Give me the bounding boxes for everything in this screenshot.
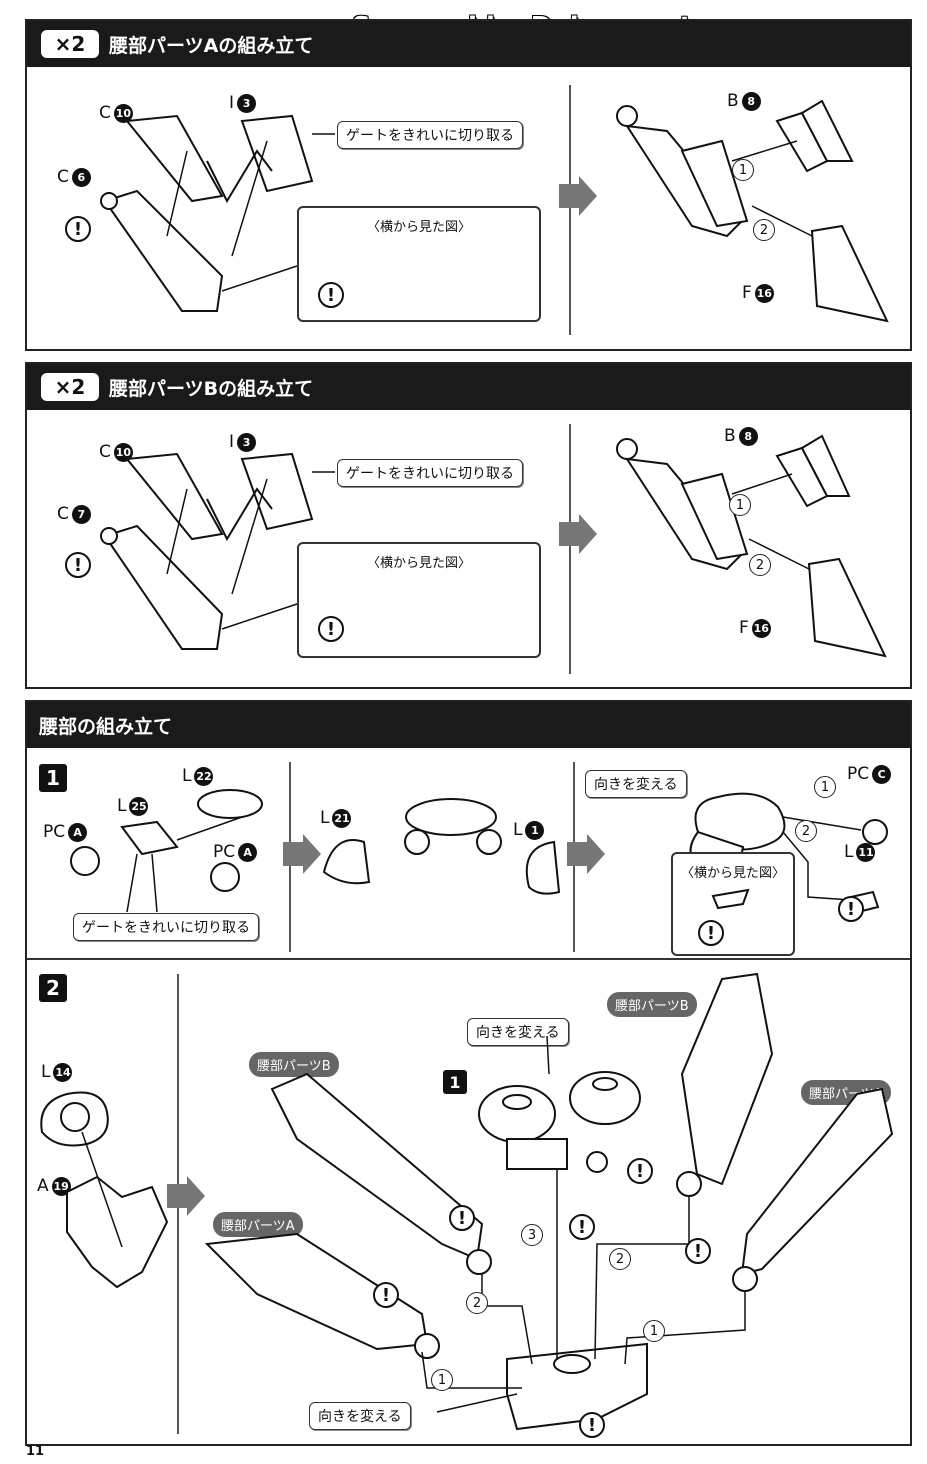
side-view-box: 〈横から見た図〉 ! — [297, 542, 541, 658]
warning-icon: ! — [318, 282, 344, 308]
part-tag-waist-b: 腰部パーツB — [607, 992, 697, 1017]
step-badge-2: 2 — [39, 974, 67, 1002]
warning-icon: ! — [579, 1412, 605, 1438]
side-view-title: 〈横から見た図〉 — [366, 220, 471, 235]
part-drawing-step2a — [40, 1091, 169, 1289]
gate-cut-callout: ゲートをきれいに切り取る — [337, 459, 523, 487]
side-view-part-drawing — [711, 888, 750, 910]
side-view-box: 〈横から見た図〉 ! — [297, 206, 541, 322]
step-number-1: 1 — [643, 1320, 665, 1342]
warning-icon: ! — [685, 1238, 711, 1264]
step-number-2: 2 — [753, 219, 775, 241]
page-number: 11 — [26, 1444, 45, 1459]
step-number-1: 1 — [732, 159, 754, 181]
change-direction-callout: 向きを変える — [309, 1402, 411, 1430]
step-number-2: 2 — [466, 1292, 488, 1314]
part-tag-waist-b: 腰部パーツB — [249, 1052, 339, 1077]
part-drawing-step2-main — [204, 972, 894, 1431]
step-number-2: 2 — [749, 554, 771, 576]
section-header: 腰部の組み立て — [27, 702, 910, 748]
section-title: 腰部パーツAの組み立て — [109, 34, 314, 57]
step-number-1: 1 — [729, 494, 751, 516]
warning-icon: ! — [569, 1214, 595, 1240]
step-divider-horizontal — [27, 958, 910, 960]
part-tag-waist-a: 腰部パーツA — [213, 1212, 303, 1237]
step-number-1: 1 — [431, 1369, 453, 1391]
next-step-arrow-icon — [559, 176, 597, 216]
step-number-3: 3 — [521, 1224, 543, 1246]
section-header: ×2 腰部パーツAの組み立て — [27, 21, 910, 67]
step-divider — [569, 424, 571, 674]
warning-icon: ! — [838, 896, 864, 922]
part-drawing-right — [616, 434, 887, 658]
part-drawing-step1a — [70, 789, 263, 913]
part-drawing-step1b — [322, 798, 561, 895]
next-step-arrow-icon — [567, 834, 605, 874]
step-number-2: 2 — [609, 1248, 631, 1270]
side-view-box: 〈横から見た図〉 ! — [671, 852, 795, 956]
gate-cut-callout: ゲートをきれいに切り取る — [337, 121, 523, 149]
step-number-1: 1 — [814, 776, 836, 798]
warning-icon: ! — [65, 216, 91, 242]
change-direction-callout: 向きを変える — [585, 770, 687, 798]
multiplier-badge: ×2 — [41, 373, 99, 401]
warning-icon: ! — [65, 552, 91, 578]
warning-icon: ! — [373, 1282, 399, 1308]
warning-icon: ! — [627, 1158, 653, 1184]
section-title: 腰部の組み立て — [39, 715, 173, 738]
next-step-arrow-icon — [167, 1176, 205, 1216]
multiplier-badge: ×2 — [41, 30, 99, 58]
warning-icon: ! — [449, 1205, 475, 1231]
side-view-title: 〈横から見た図〉 — [366, 556, 471, 571]
step-number-2: 2 — [795, 820, 817, 842]
next-step-arrow-icon — [559, 514, 597, 554]
step-badge-1: 1 — [39, 764, 67, 792]
section-header: ×2 腰部パーツBの組み立て — [27, 364, 910, 410]
part-drawing-right — [616, 99, 889, 323]
step-divider — [569, 85, 571, 335]
side-view-title: 〈横から見た図〉 — [680, 866, 785, 881]
warning-icon: ! — [698, 920, 724, 946]
step-ref-1: 1 — [443, 1070, 467, 1094]
next-step-arrow-icon — [283, 834, 321, 874]
section-title: 腰部パーツBの組み立て — [109, 377, 314, 400]
gate-cut-callout: ゲートをきれいに切り取る — [73, 913, 259, 941]
change-direction-callout: 向きを変える — [467, 1018, 569, 1046]
warning-icon: ! — [318, 616, 344, 642]
